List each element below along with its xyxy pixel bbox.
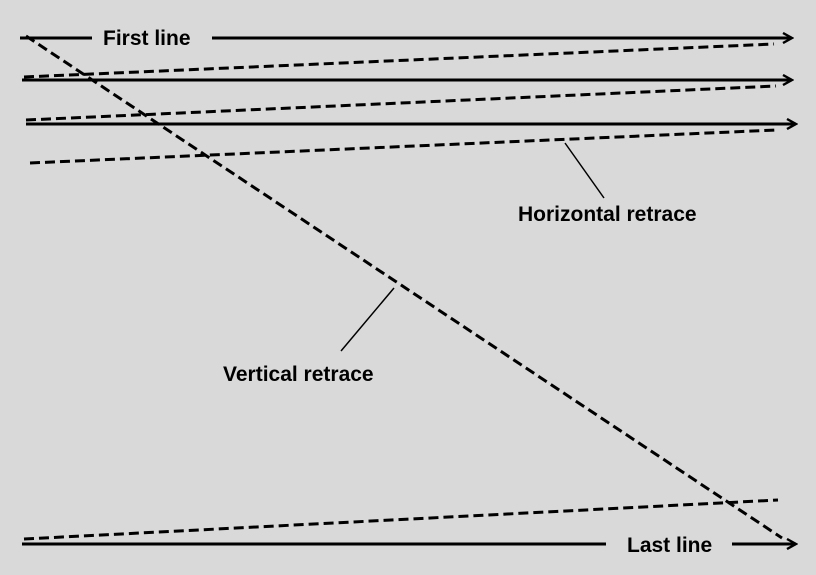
horizontal-retrace-bottom xyxy=(23,498,779,541)
vertical-retrace-label: Vertical retrace xyxy=(223,363,374,386)
horizontal-retrace-3 xyxy=(29,128,777,165)
horizontal-retrace-label: Horizontal retrace xyxy=(518,203,697,226)
last-line-label: Last line xyxy=(627,534,712,557)
vertical-retrace-leader xyxy=(340,287,395,352)
vertical-retrace xyxy=(25,34,783,540)
horizontal-retrace-2 xyxy=(25,84,777,122)
horizontal-retrace-leader xyxy=(564,142,605,199)
first-line-label: First line xyxy=(103,27,191,50)
horizontal-retrace-1 xyxy=(23,42,775,79)
